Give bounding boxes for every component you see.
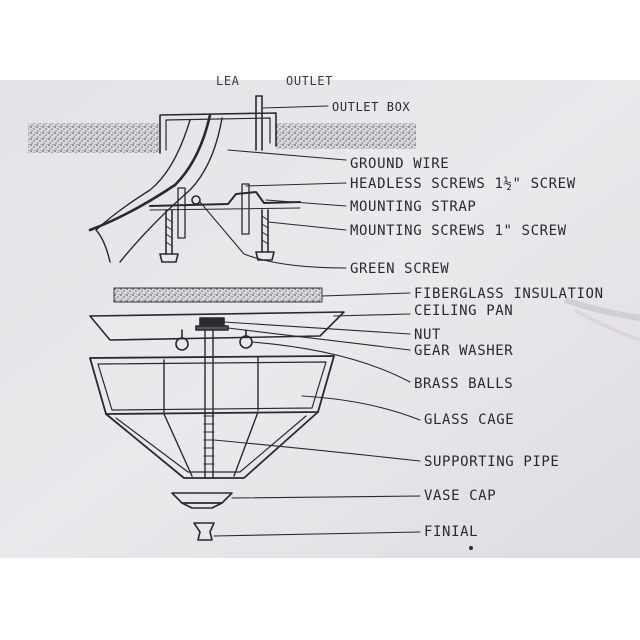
gear-washer bbox=[195, 325, 229, 331]
label-finial: FINIAL bbox=[424, 524, 479, 540]
headless-screw-left bbox=[177, 187, 186, 239]
label-supporting-pipe: SUPPORTING PIPE bbox=[424, 454, 560, 470]
green-screw bbox=[191, 195, 201, 205]
label-mounting-strap: MOUNTING STRAP bbox=[350, 199, 477, 215]
label-vase-cap: VASE CAP bbox=[424, 488, 497, 504]
nut bbox=[199, 317, 225, 327]
label-outlet-box: OUTLET BOX bbox=[332, 100, 411, 114]
mounting-screw-left bbox=[159, 253, 179, 263]
paper-crease bbox=[564, 297, 640, 321]
label-nut: NUT bbox=[414, 327, 442, 343]
outlet-box bbox=[159, 112, 277, 154]
wire-white bbox=[119, 117, 223, 263]
label-ceiling-pan: CEILING PAN bbox=[414, 303, 514, 319]
wire-ground bbox=[95, 119, 191, 263]
header-fragment-left: LEA bbox=[216, 74, 240, 88]
label-brass-balls: BRASS BALLS bbox=[414, 376, 514, 392]
label-mounting-screws: MOUNTING SCREWS 1" SCREW bbox=[350, 223, 567, 239]
finial bbox=[193, 522, 215, 541]
label-gear-washer: GEAR WASHER bbox=[414, 343, 514, 359]
wire-black bbox=[88, 113, 212, 232]
label-green-screw: GREEN SCREW bbox=[350, 261, 450, 277]
paper-crease-2 bbox=[574, 308, 640, 342]
brass-ball-left bbox=[175, 337, 189, 351]
ceiling-joist-left bbox=[28, 123, 160, 153]
label-fiberglass-insulation: FIBERGLASS INSULATION bbox=[414, 286, 604, 302]
label-glass-cage: GLASS CAGE bbox=[424, 412, 515, 428]
mounting-screw-right bbox=[255, 251, 275, 261]
label-headless-screws: HEADLESS SCREWS 1½" SCREW bbox=[350, 176, 576, 192]
headless-screw-right bbox=[241, 183, 250, 235]
label-ground-wire: GROUND WIRE bbox=[350, 156, 450, 172]
ink-dot bbox=[469, 546, 473, 550]
glass-cage bbox=[89, 355, 335, 479]
ceiling-joist-right bbox=[276, 123, 416, 149]
header-fragment: OUTLET bbox=[286, 74, 333, 88]
mounting-strap bbox=[149, 191, 301, 207]
fiberglass-insulation bbox=[113, 287, 323, 303]
